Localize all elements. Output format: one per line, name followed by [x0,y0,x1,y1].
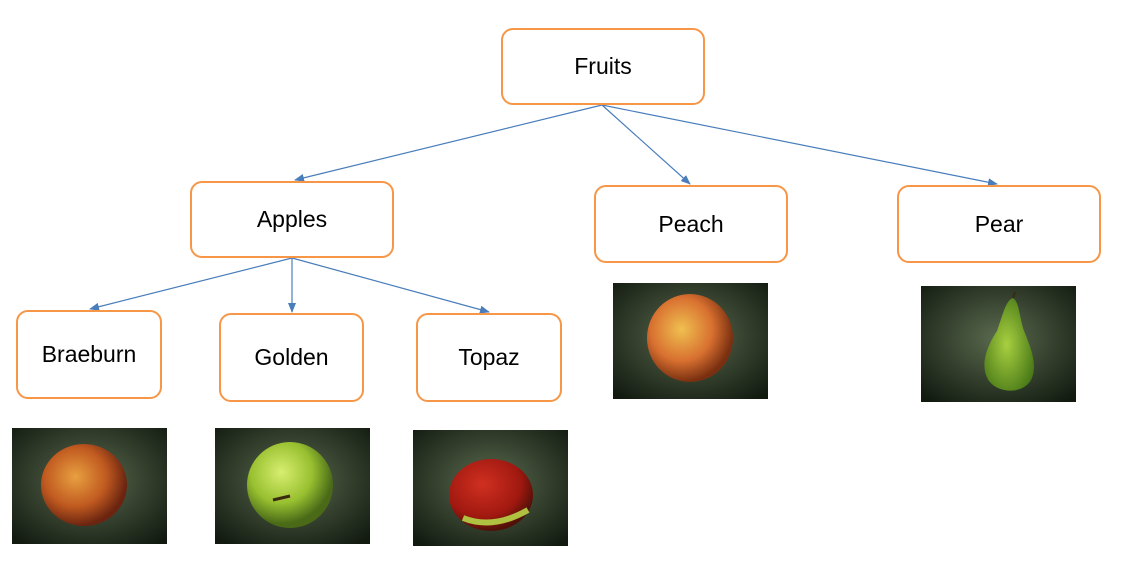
edge-fruits-apples [294,104,603,182]
node-label: Pear [974,210,1024,237]
edge-apples-topaz [291,257,490,314]
node-label: Golden [254,344,329,370]
node-label: Topaz [458,344,520,370]
edge-fruits-pear [601,104,998,187]
node-fruits: Fruits [501,28,705,105]
node-label: Apples [256,206,328,232]
pear-photo [921,286,1076,402]
topaz-apple-photo [413,430,568,546]
golden-apple-photo [215,428,370,544]
node-golden: Golden [219,313,364,402]
node-label: Braeburn [41,341,137,367]
node-braeburn: Braeburn [16,310,162,399]
node-topaz: Topaz [416,313,562,402]
node-pear: Pear [897,185,1101,263]
edge-fruits-peach [601,104,691,185]
braeburn-apple-photo [12,428,167,544]
edge-apples-braeburn [89,257,293,311]
node-label: Peach [658,210,724,237]
node-apples: Apples [190,181,394,258]
peach-photo [613,283,768,399]
node-peach: Peach [594,185,788,263]
node-label: Fruits [574,53,632,79]
